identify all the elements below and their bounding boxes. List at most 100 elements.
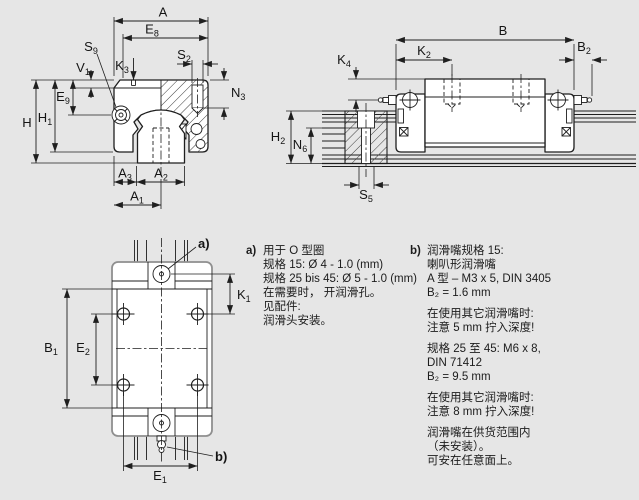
dim-label-h2: H2 [271, 129, 285, 146]
grease-nipple-front [111, 105, 131, 125]
dim-label-e8: E8 [145, 22, 159, 39]
dim-label-b2: B2 [577, 39, 591, 56]
dim-label-b: B [499, 23, 508, 38]
dim-label-a: A [159, 5, 168, 20]
dim-e1: E1 [123, 392, 198, 485]
note-a-first-row: a) 用于 O 型圈 [246, 244, 414, 258]
note-a: a) 用于 O 型圈 规格 15: Ø 4 - 1.0 (mm) 规格 25 b… [246, 244, 418, 328]
note-line: 注意 5 mm 拧入深度! [427, 322, 535, 334]
seal-screw-left [399, 127, 409, 137]
top-view: a) b) K1 B1 E2 E1 [44, 236, 251, 485]
grease-nipple-left [377, 95, 397, 105]
note-line: 润滑嘴规格 15: [427, 245, 504, 257]
dim-label-a1: A1 [130, 189, 144, 206]
note-line: A 型 – M3 x 5, DIN 3405 [427, 273, 552, 285]
note-b-ref: b) [410, 245, 421, 257]
carriage-top-view [111, 238, 213, 463]
dim-label-e1: E1 [153, 468, 167, 485]
note-line: 注意 8 mm 拧入深度! [427, 406, 535, 418]
dim-h1: H1 [38, 80, 113, 153]
note-line: DIN 71412 [427, 357, 482, 369]
dim-s2: S2 [177, 47, 218, 83]
top-lube-hole [131, 80, 136, 86]
dim-label-e9: E9 [56, 89, 70, 106]
dim-label-k4: K4 [337, 52, 351, 69]
dim-k1: K1 [171, 273, 251, 315]
end-cap-left [395, 93, 426, 153]
note-line: 在使用其它润滑嘴时: [427, 308, 534, 320]
note-line: B₂ = 9.5 mm [427, 371, 491, 383]
mounting-hole [112, 303, 135, 325]
callout-b: b) [166, 446, 227, 464]
mounting-hole [186, 374, 209, 396]
rail-section-block [344, 103, 388, 177]
dim-label-s9: S9 [84, 39, 98, 56]
dim-n6: N6 [293, 127, 357, 164]
note-line: 可安在任意面上。 [427, 455, 519, 467]
end-cap-right [544, 93, 575, 153]
note-line: （未安装）。 [427, 441, 491, 453]
dim-k4: K4 [337, 52, 425, 112]
seal-screw-right [561, 127, 571, 137]
dim-label-e2: E2 [76, 340, 90, 357]
dim-label-a2: A2 [154, 166, 168, 183]
dim-b: B [395, 23, 575, 90]
note-line: 喇叭形润滑嘴 [427, 259, 496, 271]
note-line: 见配件: [263, 301, 301, 313]
note-line: 规格 25 至 45: M6 x 8, [427, 343, 541, 355]
dim-h: H [22, 80, 137, 164]
dim-s5: S5 [344, 167, 389, 204]
dim-label-h: H [22, 115, 31, 130]
dim-e2: E2 [76, 313, 113, 386]
note-paragraph: 规格 25 至 45: M6 x 8, DIN 71412 B₂ = 9.5 m… [410, 342, 636, 384]
note-line: 用于 O 型圈 [263, 245, 325, 257]
grease-nipple-right [573, 95, 593, 105]
dim-e9: E9 [56, 80, 111, 116]
dim-b1: B1 [44, 288, 112, 409]
rail-top-view [134, 240, 188, 460]
note-line: 规格 25 bis 45: Ø 5 - 1.0 (mm) [263, 273, 418, 285]
note-line: 润滑头安装。 [263, 315, 332, 327]
dim-b2: B2 [559, 39, 607, 96]
note-line: 在需要时， 开润滑孔。 [263, 287, 382, 299]
note-paragraph: 在使用其它润滑嘴时: 注意 8 mm 拧入深度! [410, 391, 636, 419]
note-line: 规格 15: Ø 4 - 1.0 (mm) [263, 259, 384, 271]
note-paragraph: 润滑嘴在供货范围内 （未安装）。 可安在任意面上。 [410, 426, 636, 468]
note-b-first-row: b) 润滑嘴规格 15: [410, 244, 636, 258]
carriage-side [377, 74, 593, 153]
note-paragraph: 在使用其它润滑嘴时: 注意 5 mm 拧入深度! [410, 307, 636, 335]
callout-a: a) [167, 236, 210, 270]
note-line: B₂ = 1.6 mm [427, 287, 491, 299]
dim-label-h1: H1 [38, 110, 52, 127]
dim-label-b1: B1 [44, 340, 58, 357]
mounting-hole [112, 374, 135, 396]
fixing-hole-dashed [512, 74, 530, 112]
dim-label-k3: K3 [115, 58, 129, 75]
dim-label-s2: S2 [177, 47, 191, 64]
dim-label-n6: N6 [293, 137, 307, 154]
dim-h2: H2 [271, 110, 344, 164]
side-view: B K2 B2 K4 H2 N6 [271, 23, 636, 204]
note-b: b) 润滑嘴规格 15: 喇叭形润滑嘴 A 型 – M3 x 5, DIN 34… [410, 244, 636, 468]
note-line: 在使用其它润滑嘴时: [427, 392, 534, 404]
callout-b-label: b) [215, 449, 227, 464]
lube-boss-right [547, 89, 569, 111]
dim-label-s5: S5 [359, 187, 373, 204]
fixing-hole-dashed [443, 74, 461, 112]
cross-section-view: A E8 S9 V1 K3 S2 [22, 5, 245, 209]
dim-label-v1: V1 [76, 60, 90, 77]
dim-n3: N3 [203, 68, 245, 120]
dim-label-k1: K1 [237, 287, 251, 304]
dim-a1: A1 [114, 179, 162, 209]
dim-a3-a2: A3 A2 [113, 156, 185, 186]
dim-s9: S9 [84, 39, 117, 108]
note-line: 润滑嘴在供货范围内 [427, 427, 531, 439]
dim-label-k2: K2 [417, 43, 431, 60]
lube-boss-left [399, 89, 421, 111]
note-a-ref: a) [246, 245, 257, 257]
dim-k3: K3 [115, 58, 137, 80]
rail-cross-section [136, 101, 186, 177]
dim-e8: E8 [122, 22, 208, 78]
dim-k2: K2 [396, 43, 453, 76]
